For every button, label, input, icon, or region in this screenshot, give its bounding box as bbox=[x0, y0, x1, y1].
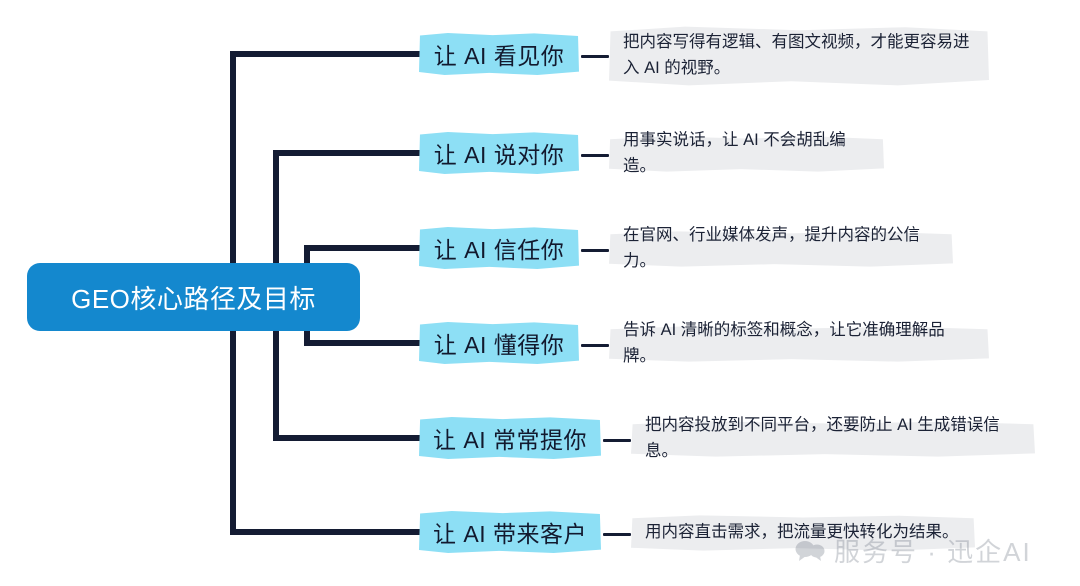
highlight-band bbox=[419, 132, 579, 174]
branch-label-1[interactable]: 让 AI 看见你 bbox=[419, 31, 579, 77]
branch-connector-dash-3 bbox=[581, 249, 609, 252]
branch-description-text: 用内容直击需求，把流量更快转化为结果。 bbox=[645, 523, 959, 542]
desc-highlight-band bbox=[609, 231, 953, 267]
branch-label-5[interactable]: 让 AI 常常提你 bbox=[419, 415, 601, 461]
desc-highlight-band bbox=[631, 421, 1035, 457]
branch-description-2: 用事实说话，让 AI 不会胡乱编造。 bbox=[609, 131, 884, 175]
highlight-band bbox=[419, 417, 601, 459]
branch-description-6: 用内容直击需求，把流量更快转化为结果。 bbox=[631, 515, 975, 551]
branch-connector-dash-6 bbox=[603, 533, 631, 536]
branch-label-4[interactable]: 让 AI 懂得你 bbox=[419, 320, 579, 366]
branch-label-text: 让 AI 懂得你 bbox=[433, 332, 565, 358]
highlight-band bbox=[419, 227, 579, 269]
branch-description-text: 把内容投放到不同平台，还要防止 AI 生成错误信息。 bbox=[645, 416, 1000, 460]
branch-description-1: 把内容写得有逻辑、有图文视频，才能更容易进入 AI 的视野。 bbox=[609, 26, 989, 86]
branch-label-text: 让 AI 带来客户 bbox=[433, 521, 588, 547]
highlight-band bbox=[419, 33, 579, 75]
branch-label-text: 让 AI 信任你 bbox=[433, 237, 565, 263]
branch-label-text: 让 AI 说对你 bbox=[433, 142, 565, 168]
desc-highlight-band bbox=[609, 26, 989, 86]
root-node-label: GEO核心路径及目标 bbox=[71, 283, 316, 314]
branch-label-6[interactable]: 让 AI 带来客户 bbox=[419, 509, 601, 555]
desc-highlight-band bbox=[609, 326, 989, 362]
branch-label-3[interactable]: 让 AI 信任你 bbox=[419, 225, 579, 271]
branch-description-4: 告诉 AI 清晰的标签和概念，让它准确理解品牌。 bbox=[609, 321, 989, 365]
branch-label-2[interactable]: 让 AI 说对你 bbox=[419, 130, 579, 176]
branch-description-3: 在官网、行业媒体发声，提升内容的公信力。 bbox=[609, 226, 953, 270]
branch-label-text: 让 AI 常常提你 bbox=[433, 427, 588, 453]
branch-connector-dash-4 bbox=[581, 344, 609, 347]
branch-description-text: 用事实说话，让 AI 不会胡乱编造。 bbox=[623, 131, 846, 175]
root-node[interactable]: GEO核心路径及目标 bbox=[27, 263, 360, 331]
desc-highlight-band bbox=[609, 136, 884, 172]
highlight-band bbox=[419, 511, 601, 553]
branch-connector-dash-2 bbox=[581, 154, 609, 157]
branch-connector-dash-5 bbox=[603, 439, 631, 442]
branch-description-text: 告诉 AI 清晰的标签和概念，让它准确理解品牌。 bbox=[623, 321, 945, 365]
branch-description-text: 在官网、行业媒体发声，提升内容的公信力。 bbox=[623, 226, 920, 270]
branch-description-text: 把内容写得有逻辑、有图文视频，才能更容易进入 AI 的视野。 bbox=[623, 33, 970, 77]
desc-highlight-band bbox=[631, 515, 975, 551]
branch-connector-dash-1 bbox=[581, 55, 609, 58]
highlight-band bbox=[419, 322, 579, 364]
branch-description-5: 把内容投放到不同平台，还要防止 AI 生成错误信息。 bbox=[631, 416, 1035, 460]
branch-label-text: 让 AI 看见你 bbox=[433, 43, 565, 69]
